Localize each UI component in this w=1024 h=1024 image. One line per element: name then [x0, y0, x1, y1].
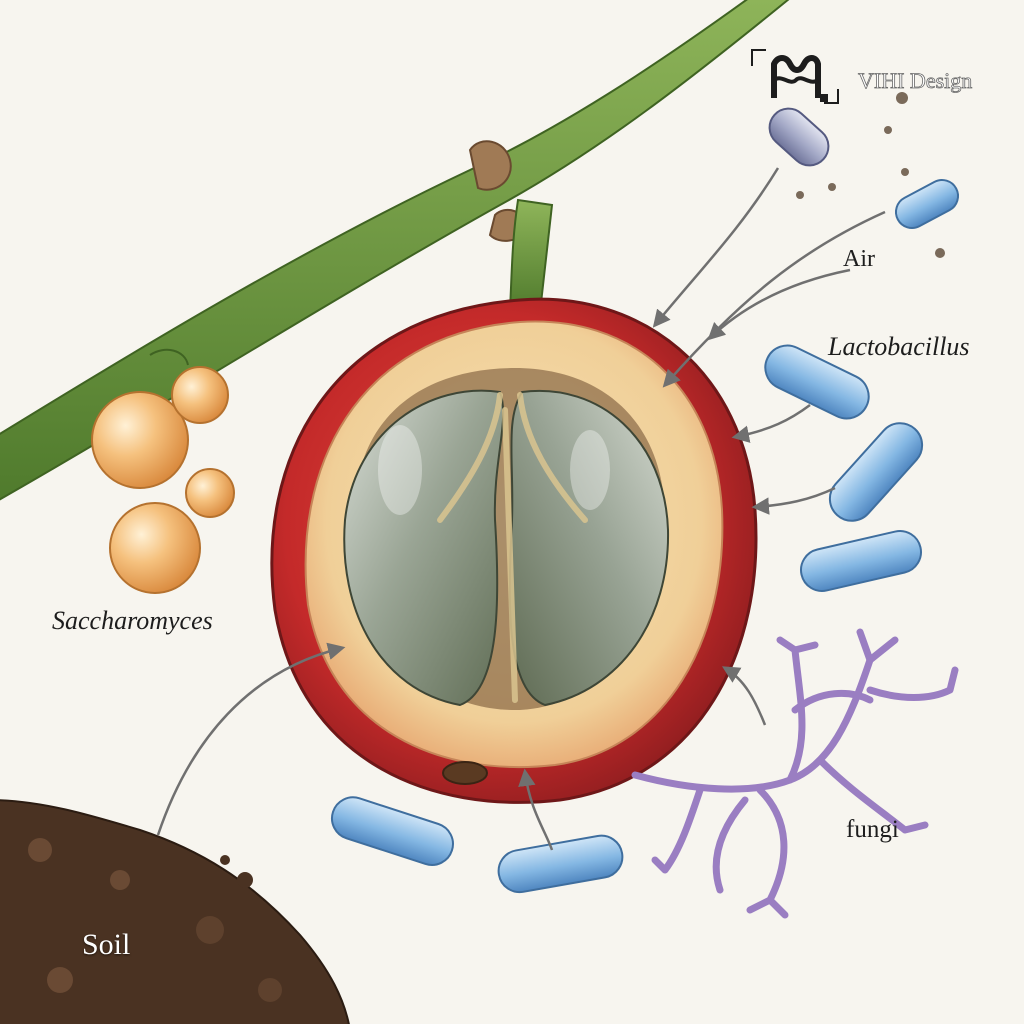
- brand-name: VIHI Design: [858, 68, 973, 94]
- vh-monogram-icon: [751, 49, 839, 104]
- lactobacillus-label: Lactobacillus: [828, 332, 970, 361]
- soil-mound: [0, 799, 350, 1024]
- lactobacillus-rods: [331, 107, 960, 894]
- arrows: [156, 167, 886, 851]
- saccharomyces-cluster: [91, 366, 235, 594]
- coffee-cherry-cross-section: [270, 297, 758, 804]
- fungi-hyphae: [631, 628, 959, 919]
- air-label: Air: [843, 246, 875, 272]
- soil-label: Soil: [82, 928, 131, 961]
- fungi-label: fungi: [846, 816, 899, 843]
- air-particles: [796, 92, 945, 258]
- saccharomyces-label: Saccharomyces: [52, 606, 213, 635]
